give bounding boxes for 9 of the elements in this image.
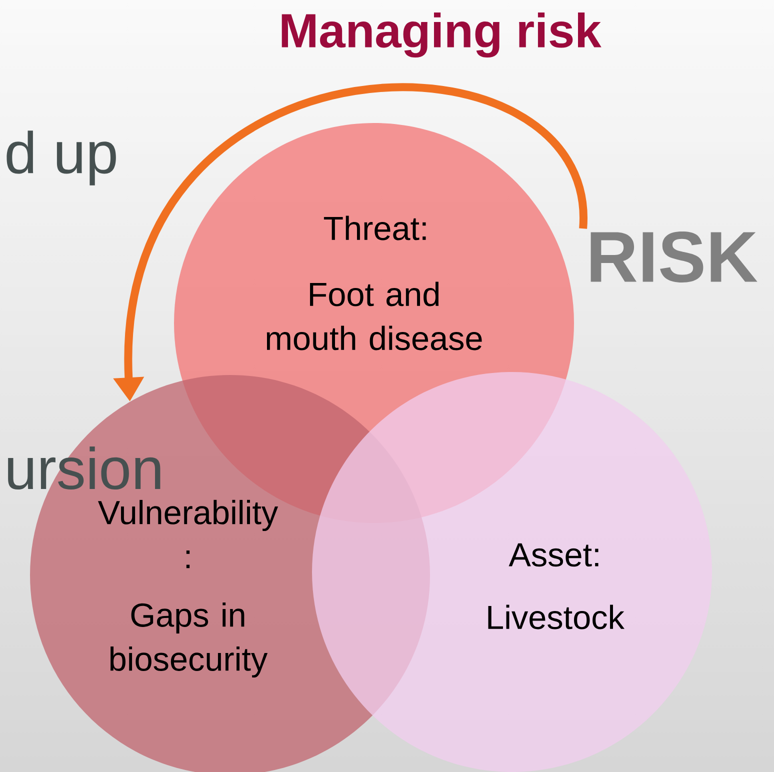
risk-word: RISK — [590, 232, 758, 282]
circle-label: Livestock — [488, 604, 624, 630]
slide-text: d up — [6, 130, 116, 186]
circle-label: Asset: — [508, 543, 598, 567]
circle-label: Vulnerability : — [98, 500, 278, 568]
circle-label: Gaps in biosecurity — [110, 602, 268, 678]
title: Managing risk — [282, 12, 602, 58]
circle-label: Threat: — [324, 216, 426, 240]
circle-label: Foot and mouth disease — [266, 282, 482, 350]
